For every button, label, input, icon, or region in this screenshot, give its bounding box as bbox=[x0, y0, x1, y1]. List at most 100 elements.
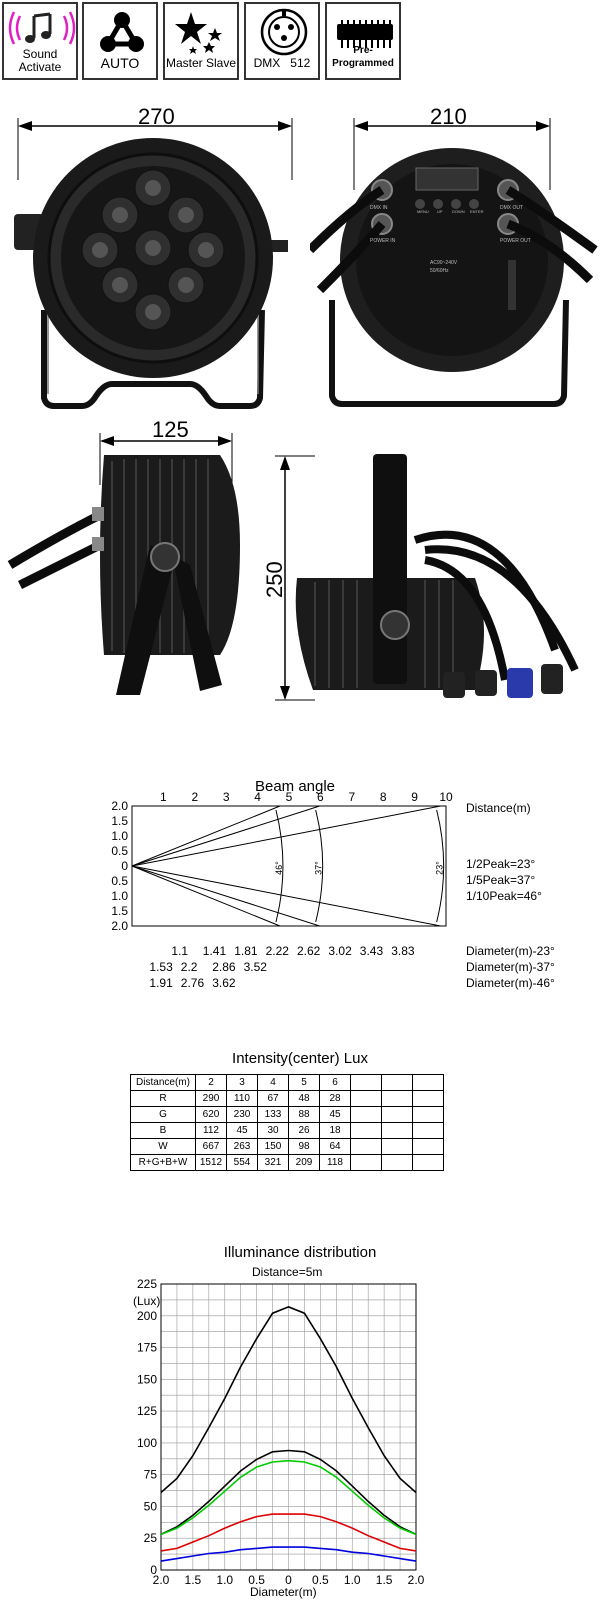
beam-diameter-row-label: Diameter(m)-37° bbox=[466, 960, 555, 974]
beam-y-tick: 0.5 bbox=[111, 844, 128, 858]
front-view bbox=[14, 118, 293, 409]
beam-y-tick: 1.5 bbox=[111, 814, 128, 828]
beam-x-tick: 1 bbox=[160, 790, 167, 804]
table-cell: 3 bbox=[226, 1074, 258, 1091]
beam-legend-37: 1/5Peak=37° bbox=[466, 873, 536, 887]
table-cell bbox=[381, 1122, 413, 1139]
beam-diameter-row-label: Diameter(m)-46° bbox=[466, 976, 555, 990]
table-cell bbox=[412, 1074, 444, 1091]
intensity-title: Intensity(center) Lux bbox=[232, 1050, 368, 1067]
beam-angle-arc bbox=[436, 809, 445, 923]
master-slave-icon bbox=[175, 12, 222, 54]
illum-series-line bbox=[160, 1546, 417, 1562]
beam-diameter-value: 1.1 bbox=[171, 944, 189, 958]
beam-line-lower bbox=[131, 865, 320, 927]
beam-y-tick: 1.0 bbox=[111, 889, 128, 903]
front-width-label: 270 bbox=[138, 104, 175, 129]
table-cell: 28 bbox=[319, 1090, 351, 1107]
table-cell bbox=[412, 1106, 444, 1123]
beam-x-axis-label: Distance(m) bbox=[466, 801, 531, 815]
beam-x-tick: 4 bbox=[254, 790, 261, 804]
feature-pre-programmed: Pre-Programmed bbox=[325, 2, 401, 80]
table-cell: 30 bbox=[257, 1122, 289, 1139]
beam-line-lower bbox=[131, 865, 281, 927]
feature-dmx512: DMX 512 bbox=[244, 2, 320, 80]
feature-label: DMX 512 bbox=[253, 56, 311, 70]
beam-diameter-value: 1.81 bbox=[234, 944, 258, 958]
table-cell: 98 bbox=[288, 1138, 320, 1155]
beam-diameter-value: 1.53 bbox=[149, 960, 173, 974]
back-down-label: DOWN bbox=[452, 209, 465, 214]
back-menu-label: MENU bbox=[417, 209, 429, 214]
beam-diameter-value: 2.62 bbox=[297, 944, 321, 958]
illum-y-tick: 125 bbox=[137, 1404, 157, 1418]
illum-x-tick: 1.0 bbox=[344, 1573, 361, 1587]
table-cell: 45 bbox=[319, 1106, 351, 1123]
beam-line-upper bbox=[131, 805, 441, 867]
table-cell bbox=[350, 1106, 382, 1123]
illum-y-tick: 25 bbox=[144, 1531, 158, 1545]
table-cell bbox=[412, 1154, 444, 1171]
back-enter-label: ENTER bbox=[470, 209, 484, 214]
table-cell bbox=[350, 1154, 382, 1171]
illum-y-tick: 225 bbox=[137, 1277, 157, 1291]
feature-label: Pre-Programmed bbox=[332, 45, 394, 69]
auto-icon bbox=[100, 12, 144, 52]
beam-diameter-row-label: Diameter(m)-23° bbox=[466, 944, 555, 958]
table-cell: 6 bbox=[319, 1074, 351, 1091]
beam-y-tick: 1.5 bbox=[111, 904, 128, 918]
beam-diameter-value: 1.41 bbox=[202, 944, 227, 958]
illum-y-tick: 150 bbox=[137, 1372, 157, 1386]
beam-line-upper bbox=[131, 805, 320, 867]
beam-x-tick: 2 bbox=[191, 790, 198, 804]
table-cell: 64 bbox=[319, 1138, 351, 1155]
table-cell: 26 bbox=[288, 1122, 320, 1139]
table-cell bbox=[381, 1154, 413, 1171]
table-cell bbox=[381, 1090, 413, 1107]
side-depth-label: 125 bbox=[152, 417, 189, 442]
table-cell bbox=[381, 1074, 413, 1091]
feature-sound-activate: Sound Activate bbox=[2, 2, 78, 80]
table-cell: 112 bbox=[195, 1122, 227, 1139]
table-cell: 1512 bbox=[195, 1154, 227, 1171]
back-view bbox=[310, 118, 598, 407]
beam-y-tick: 0 bbox=[121, 859, 128, 873]
feature-label: Master Slave bbox=[165, 56, 237, 70]
height-label: 250 bbox=[262, 561, 287, 598]
beam-y-tick: 2.0 bbox=[111, 799, 128, 813]
illum-x-tick: 0.5 bbox=[312, 1573, 329, 1587]
feature-label: Sound Activate bbox=[18, 47, 62, 74]
beam-diameter-value: 2.2 bbox=[180, 960, 198, 974]
illum-plot-frame bbox=[160, 1283, 417, 1571]
beam-y-tick: 1.0 bbox=[111, 829, 128, 843]
feature-label: AUTO bbox=[100, 55, 140, 71]
back-power-out-label: POWER OUT bbox=[500, 238, 531, 244]
beam-x-tick: 8 bbox=[380, 790, 387, 804]
illum-y-tick: 100 bbox=[137, 1436, 157, 1450]
table-cell: 48 bbox=[288, 1090, 320, 1107]
table-row-label: R+G+B+W bbox=[130, 1154, 196, 1171]
illum-subtitle: Distance=5m bbox=[252, 1265, 323, 1279]
beam-angle-arc bbox=[315, 809, 324, 923]
table-cell: 321 bbox=[257, 1154, 289, 1171]
beam-x-tick: 6 bbox=[317, 790, 324, 804]
illum-y-tick: 0 bbox=[150, 1563, 157, 1577]
beam-y-tick: 2.0 bbox=[111, 919, 128, 933]
beam-x-tick: 9 bbox=[411, 790, 418, 804]
beam-diameter-value: 1.91 bbox=[149, 976, 173, 990]
illum-y-tick: 50 bbox=[144, 1499, 158, 1513]
beam-x-tick: 10 bbox=[439, 790, 453, 804]
table-cell: 290 bbox=[195, 1090, 227, 1107]
illum-title: Illuminance distribution bbox=[223, 1244, 377, 1261]
table-cell: 4 bbox=[257, 1074, 289, 1091]
beam-x-tick: 5 bbox=[286, 790, 293, 804]
illum-x-tick: 0.5 bbox=[248, 1573, 265, 1587]
beam-diameter-value: 3.83 bbox=[391, 944, 415, 958]
table-cell: 263 bbox=[226, 1138, 258, 1155]
table-cell: 133 bbox=[257, 1106, 289, 1123]
